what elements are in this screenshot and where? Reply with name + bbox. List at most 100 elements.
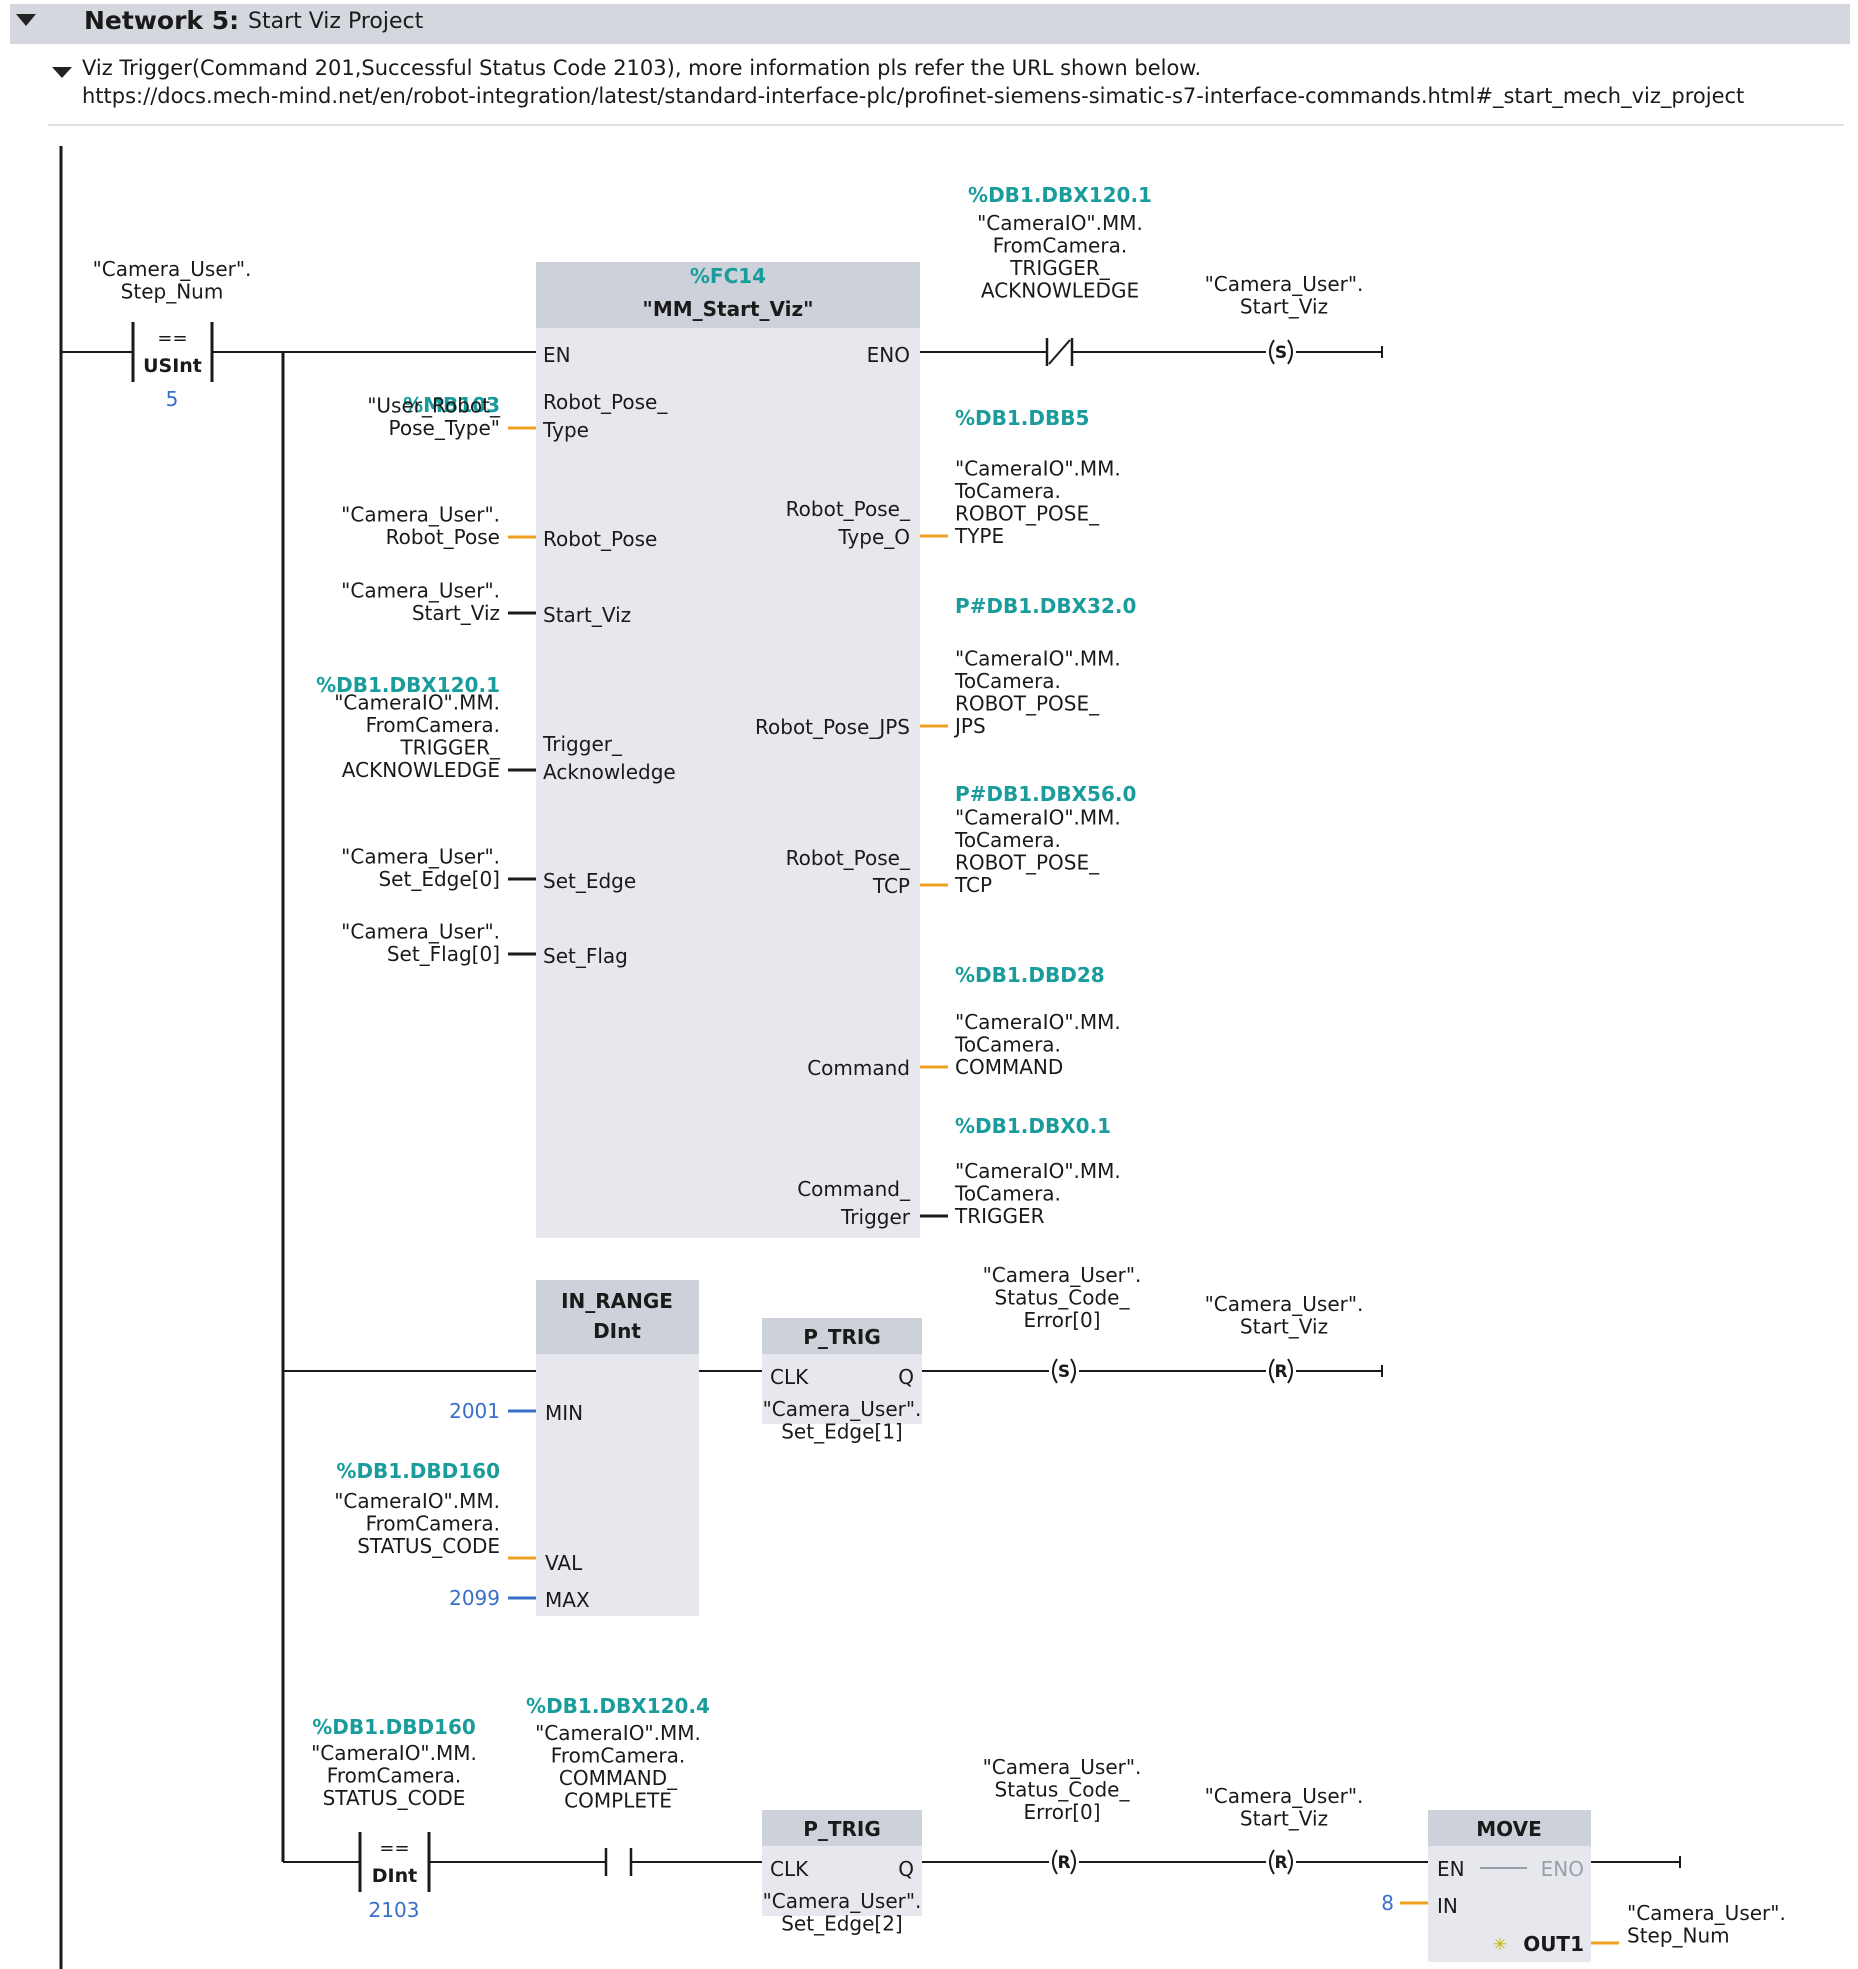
- fc14-output-pin: Robot_Pose_JPS: [755, 715, 910, 739]
- operand-tag[interactable]: "CameraIO".MM.: [311, 1741, 477, 1765]
- fc14-output-pin: TCP: [872, 874, 910, 898]
- operand-tag[interactable]: Start_Viz: [1240, 1315, 1328, 1339]
- operand-tag[interactable]: FromCamera.: [993, 234, 1127, 258]
- operand-tag[interactable]: Set_Edge[2]: [781, 1912, 903, 1936]
- operand-tag[interactable]: JPS: [953, 714, 986, 738]
- fc14-input-pin: Start_Viz: [543, 603, 631, 627]
- operand-tag[interactable]: ROBOT_POSE_: [955, 692, 1100, 716]
- operand-tag[interactable]: "CameraIO".MM.: [955, 806, 1121, 830]
- operand-tag[interactable]: ToCamera.: [954, 828, 1061, 852]
- operand-tag[interactable]: TCP: [954, 873, 992, 897]
- operand-tag[interactable]: FromCamera.: [327, 1764, 461, 1788]
- operand-tag[interactable]: "Camera_User".: [1205, 272, 1364, 296]
- fc14-en-pin: EN: [543, 343, 571, 367]
- coil-left-arc[interactable]: [1269, 1849, 1275, 1875]
- compare-type: DInt: [372, 1865, 417, 1887]
- operand-tag[interactable]: TYPE: [954, 524, 1004, 548]
- operand-tag[interactable]: Status_Code_: [995, 1778, 1131, 1802]
- network-comment-url[interactable]: https://docs.mech-mind.net/en/robot-inte…: [82, 84, 1745, 108]
- operand-tag[interactable]: ROBOT_POSE_: [955, 502, 1100, 526]
- literal-value[interactable]: 5: [166, 387, 179, 411]
- operand-tag[interactable]: ToCamera.: [954, 669, 1061, 693]
- move-header: [1428, 1810, 1591, 1846]
- operand-tag[interactable]: "CameraIO".MM.: [955, 1010, 1121, 1034]
- fc14-input-pin: Set_Edge: [543, 869, 636, 893]
- operand-tag[interactable]: ToCamera.: [954, 1182, 1061, 1206]
- operand-tag[interactable]: "Camera_User".: [983, 1755, 1142, 1779]
- operand-tag[interactable]: "Camera_User".: [763, 1889, 922, 1913]
- operand-tag[interactable]: FromCamera.: [366, 713, 500, 737]
- operand-tag[interactable]: Pose_Type": [389, 416, 500, 440]
- operand-tag[interactable]: ROBOT_POSE_: [955, 851, 1100, 875]
- operand-tag[interactable]: "CameraIO".MM.: [955, 457, 1121, 481]
- operand-tag[interactable]: FromCamera.: [366, 1512, 500, 1536]
- coil-left-arc[interactable]: [1269, 339, 1275, 365]
- operand-tag[interactable]: FromCamera.: [551, 1744, 685, 1768]
- operand-tag[interactable]: "Camera_User".: [341, 579, 500, 603]
- fc14-eno-pin: ENO: [867, 343, 910, 367]
- contact-slash: [1048, 339, 1071, 365]
- operand-tag[interactable]: Start_Viz: [1240, 295, 1328, 319]
- network-comment-line-1[interactable]: Viz Trigger(Command 201,Successful Statu…: [82, 56, 1202, 80]
- operand-tag[interactable]: "Camera_User".: [93, 257, 252, 281]
- operand-tag[interactable]: COMMAND_: [559, 1766, 678, 1790]
- operand-tag[interactable]: Error[0]: [1023, 1800, 1100, 1824]
- operand-tag[interactable]: "CameraIO".MM.: [535, 1721, 701, 1745]
- operand-tag[interactable]: "CameraIO".MM.: [955, 1159, 1121, 1183]
- operand-tag[interactable]: Set_Edge[0]: [378, 867, 500, 891]
- coil-right-arc[interactable]: [1070, 1849, 1076, 1875]
- operand-tag[interactable]: Start_Viz: [412, 601, 500, 625]
- operand-tag[interactable]: ACKNOWLEDGE: [342, 758, 500, 782]
- operand-tag[interactable]: "CameraIO".MM.: [955, 647, 1121, 671]
- operand-tag[interactable]: Error[0]: [1023, 1308, 1100, 1332]
- operand-tag[interactable]: "Camera_User".: [763, 1397, 922, 1421]
- operand-tag[interactable]: Step_Num: [121, 280, 224, 304]
- operand-tag[interactable]: TRIGGER: [954, 1204, 1045, 1228]
- operand-tag[interactable]: "Camera_User".: [983, 1263, 1142, 1287]
- fc14-output-pin: Robot_Pose_: [786, 497, 911, 521]
- coil-left-arc[interactable]: [1052, 1849, 1058, 1875]
- coil-right-arc[interactable]: [1070, 1358, 1076, 1384]
- literal-value[interactable]: 8: [1381, 1891, 1394, 1915]
- compare-type: USInt: [143, 355, 202, 377]
- operand-address: %DB1.DBX120.4: [526, 1694, 710, 1718]
- operand-tag[interactable]: "Camera_User".: [341, 845, 500, 869]
- operand-tag[interactable]: "Camera_User".: [1205, 1292, 1364, 1316]
- coil-left-arc[interactable]: [1052, 1358, 1058, 1384]
- operand-tag[interactable]: TRIGGER_: [1009, 256, 1111, 280]
- operand-tag[interactable]: Set_Flag[0]: [387, 942, 500, 966]
- operand-tag[interactable]: "Camera_User".: [1205, 1784, 1364, 1808]
- comment-collapse-icon[interactable]: [52, 67, 72, 78]
- coil-right-arc[interactable]: [1287, 1849, 1293, 1875]
- operand-tag[interactable]: STATUS_CODE: [357, 1534, 500, 1558]
- operand-tag[interactable]: STATUS_CODE: [323, 1786, 466, 1810]
- fc14-output-pin: Type_O: [837, 525, 910, 549]
- operand-tag[interactable]: Status_Code_: [995, 1286, 1131, 1310]
- network-title[interactable]: Start Viz Project: [248, 9, 424, 34]
- operand-tag[interactable]: "Camera_User".: [341, 503, 500, 527]
- coil-right-arc[interactable]: [1287, 339, 1293, 365]
- literal-value[interactable]: 2001: [449, 1399, 500, 1423]
- operand-tag[interactable]: "CameraIO".MM.: [977, 211, 1143, 235]
- literal-value[interactable]: 2103: [369, 1898, 420, 1922]
- operand-tag[interactable]: "CameraIO".MM.: [334, 691, 500, 715]
- operand-tag[interactable]: COMMAND: [955, 1055, 1063, 1079]
- operand-tag[interactable]: ToCamera.: [954, 1033, 1061, 1057]
- operand-tag[interactable]: "Camera_User".: [1627, 1901, 1786, 1925]
- operand-tag[interactable]: Robot_Pose: [386, 525, 500, 549]
- operand-tag[interactable]: Step_Num: [1627, 1924, 1730, 1948]
- operand-tag[interactable]: "CameraIO".MM.: [334, 1489, 500, 1513]
- operand-tag[interactable]: Set_Edge[1]: [781, 1420, 903, 1444]
- operand-tag[interactable]: "User_Robot_: [367, 394, 501, 418]
- operand-tag[interactable]: ACKNOWLEDGE: [981, 279, 1139, 303]
- operand-tag[interactable]: "Camera_User".: [341, 920, 500, 944]
- operand-tag[interactable]: ToCamera.: [954, 479, 1061, 503]
- coil-right-arc[interactable]: [1287, 1358, 1293, 1384]
- collapse-triangle-icon[interactable]: [16, 14, 36, 26]
- operand-tag[interactable]: TRIGGER_: [399, 736, 501, 760]
- operand-tag[interactable]: COMPLETE: [564, 1789, 672, 1813]
- literal-value[interactable]: 2099: [449, 1586, 500, 1610]
- operand-tag[interactable]: Start_Viz: [1240, 1807, 1328, 1831]
- coil-left-arc[interactable]: [1269, 1358, 1275, 1384]
